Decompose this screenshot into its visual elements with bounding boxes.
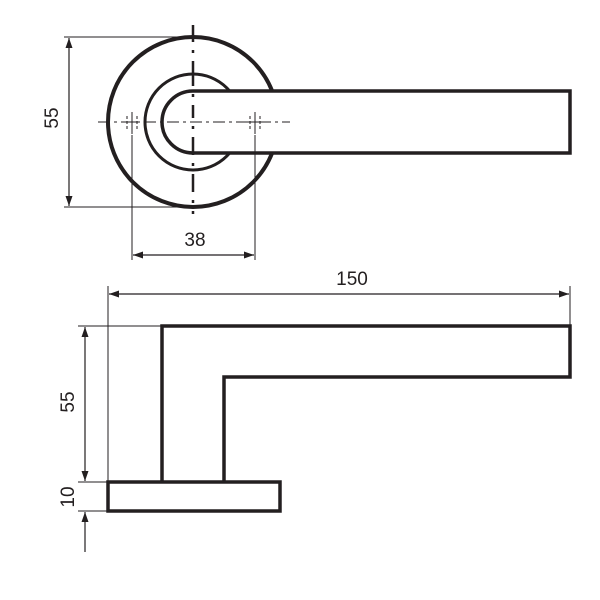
side-view: 150 55 10	[58, 269, 572, 552]
left-screw-hole-symbol	[124, 112, 140, 134]
rose-plate	[106, 480, 282, 513]
lever-top-outline	[160, 89, 572, 155]
thickness-label: 10	[58, 486, 79, 507]
height-label: 55	[58, 391, 79, 412]
right-screw-hole-symbol	[247, 112, 263, 134]
rose-diameter-label: 55	[42, 107, 63, 128]
length-label: 150	[336, 269, 368, 290]
screw-spacing-label: 38	[184, 230, 205, 251]
top-view: 55 38	[42, 25, 572, 260]
lever-side-outline	[160, 324, 572, 481]
